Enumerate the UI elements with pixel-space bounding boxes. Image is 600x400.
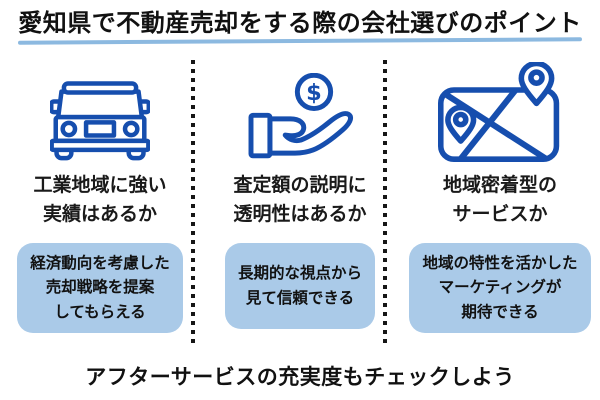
dollar-sign: $ — [307, 80, 323, 106]
box-line: 売却戦略を提案 — [45, 278, 155, 297]
heading-line: サービスか — [452, 203, 548, 226]
box-line: マーケティングが — [438, 278, 562, 297]
header: 愛知県で不動産売却をする際の会社選びのポイント — [0, 0, 600, 45]
footer-note: アフターサービスの充実度もチェックしよう — [85, 364, 515, 389]
column-community-service: 地域密着型の サービスか 地域の特性を活かした マーケティングが 期待できる — [400, 59, 600, 347]
dotted-divider — [383, 59, 387, 344]
box-line: 地域の特性を活かした — [422, 253, 578, 272]
heading-line: 実績はあるか — [42, 203, 157, 226]
point-heading: 地域密着型の サービスか — [443, 171, 557, 230]
page-title: 愛知県で不動産売却をする際の会社選びのポイント — [18, 9, 582, 37]
dotted-divider — [191, 59, 195, 344]
point-heading: 査定額の説明に 透明性はあるか — [233, 171, 366, 230]
column-appraisal-transparency: $ 査定額の説明に 透明性はあるか 長期的な視点から 見て信頼できる — [200, 59, 400, 347]
box-line: 長期的な視点から — [237, 263, 362, 282]
box-line: 見て信頼できる — [245, 288, 355, 307]
truck-front-icon — [49, 59, 151, 163]
heading-line: 透明性はあるか — [233, 203, 367, 226]
benefit-box: 長期的な視点から 見て信頼できる — [224, 242, 375, 329]
hand-coin-icon: $ — [242, 59, 357, 163]
points-row: 工業地域に強い 実績はあるか 経済動向を考慮した 売却戦略を提案 してもらえる … — [0, 59, 600, 347]
heading-line: 地域密着型の — [442, 173, 557, 196]
column-industrial-track-record: 工業地域に強い 実績はあるか 経済動向を考慮した 売却戦略を提案 してもらえる — [0, 59, 200, 347]
box-line: してもらえる — [54, 303, 146, 322]
box-line: 経済動向を考慮した — [30, 253, 170, 272]
benefit-box: 地域の特性を活かした マーケティングが 期待できる — [409, 242, 591, 333]
box-line: 期待できる — [461, 303, 539, 322]
heading-line: 査定額の説明に — [233, 173, 367, 196]
map-pins-icon — [438, 59, 561, 163]
benefit-box: 経済動向を考慮した 売却戦略を提案 してもらえる — [17, 242, 183, 333]
point-heading: 工業地域に強い 実績はあるか — [33, 171, 166, 230]
heading-line: 工業地域に強い — [33, 173, 167, 196]
